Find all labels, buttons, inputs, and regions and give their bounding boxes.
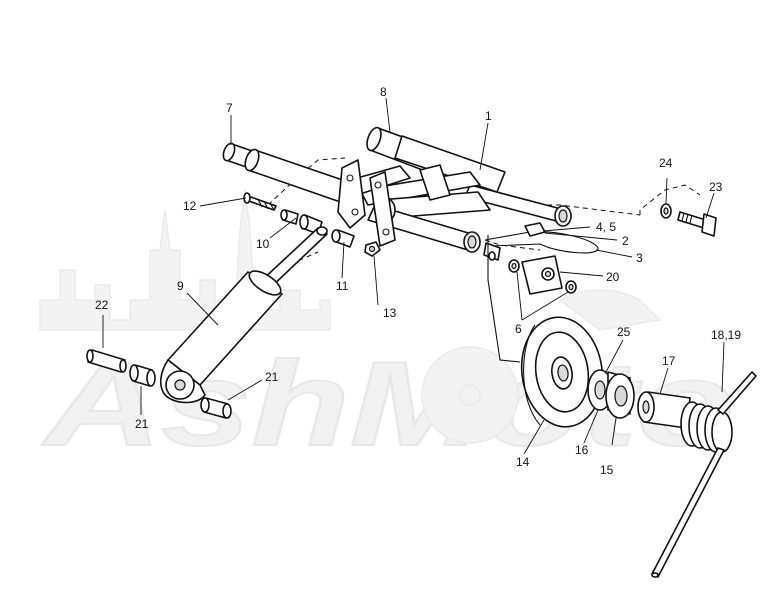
callout-4-5: 4, 5	[596, 220, 616, 234]
part-13-nut	[364, 241, 381, 257]
callout-17: 17	[662, 354, 676, 368]
callout-7: 7	[226, 101, 233, 115]
callout-25: 25	[617, 325, 631, 339]
watermark-skyline	[39, 189, 331, 331]
callout-24: 24	[659, 156, 673, 170]
part-23-bolt	[677, 211, 717, 237]
part-14-wheel	[520, 316, 604, 428]
callouts: 7 8 1 12 10 11 13 9 22 21 21 4, 5 2 3 20…	[95, 85, 741, 477]
part-2-3-strap	[484, 222, 599, 254]
part-11-spacer	[331, 229, 355, 248]
part-15-spacer	[605, 371, 635, 419]
part-12-bolt	[243, 192, 277, 211]
callout-9: 9	[177, 279, 184, 293]
callout-18-19: 18,19	[711, 328, 741, 342]
callout-20: 20	[606, 270, 620, 284]
part-7-rod	[222, 142, 361, 207]
part-21-bushing-left	[129, 364, 156, 387]
part-9-shock-absorber	[159, 226, 328, 404]
callout-21-left: 21	[135, 417, 149, 431]
callout-22: 22	[95, 298, 109, 312]
leader-lines	[102, 97, 725, 455]
callout-6: 6	[515, 322, 522, 336]
callout-3: 3	[636, 251, 643, 265]
callout-10: 10	[256, 237, 270, 251]
side-plates	[337, 159, 396, 247]
part-24-washer	[660, 203, 672, 219]
part-20-bracket	[521, 255, 563, 295]
callout-8: 8	[380, 85, 387, 99]
part-21-bushing-right	[200, 397, 232, 419]
callout-23: 23	[709, 180, 723, 194]
callout-21-right: 21	[265, 370, 279, 384]
part-17-sleeve	[637, 391, 691, 429]
callout-1: 1	[485, 109, 492, 123]
callout-14: 14	[516, 455, 530, 469]
part-6-washer	[508, 259, 577, 294]
callout-2: 2	[622, 234, 629, 248]
watermark-bike-frame	[558, 289, 662, 331]
callout-12: 12	[183, 199, 197, 213]
callout-15: 15	[600, 463, 614, 477]
callout-16: 16	[575, 443, 589, 457]
part-18-19-spring	[651, 371, 757, 578]
callout-11: 11	[336, 279, 349, 293]
part-22-pin	[86, 349, 127, 373]
callout-13: 13	[383, 306, 397, 320]
